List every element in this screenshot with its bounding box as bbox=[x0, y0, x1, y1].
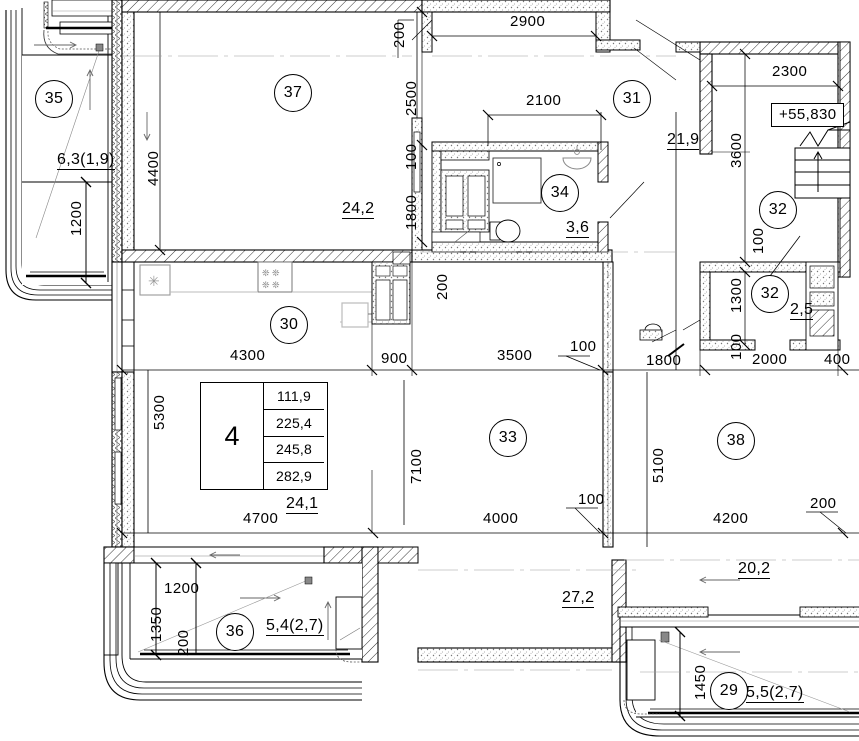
dim-200-b: 200 bbox=[175, 629, 192, 656]
room-number-33-label: 33 bbox=[498, 429, 518, 446]
room-number-32-lower-label: 32 bbox=[760, 285, 780, 302]
dim-1200-b: 1200 bbox=[164, 580, 200, 597]
dim-2100: 2100 bbox=[526, 92, 562, 109]
apartment-summary-table: 4 111,9 225,4 245,8 282,9 bbox=[200, 382, 328, 490]
room-number-32-upper: 32 bbox=[759, 191, 797, 229]
svg-text:❊ ❊: ❊ ❊ bbox=[262, 268, 280, 278]
room-number-37-label: 37 bbox=[283, 84, 303, 101]
room-number-30: 30 bbox=[270, 306, 308, 344]
dim-1300: 1300 bbox=[728, 277, 745, 313]
area-label-24-1: 24,1 bbox=[286, 495, 319, 514]
level-marker: +55,830 bbox=[771, 103, 845, 127]
dim-3600: 3600 bbox=[728, 132, 745, 168]
area-label-38: 20,2 bbox=[738, 560, 771, 579]
dim-2500: 2500 bbox=[403, 80, 420, 116]
dim-100-s: 100 bbox=[750, 227, 767, 254]
room-number-32-lower: 32 bbox=[751, 275, 789, 313]
dim-1800-v: 1800 bbox=[403, 194, 420, 230]
area-label-35: 6,3(1,9) bbox=[57, 151, 115, 170]
dim-1800: 1800 bbox=[646, 352, 682, 369]
room-number-35: 35 bbox=[35, 80, 73, 118]
room-number-34: 34 bbox=[541, 174, 579, 212]
room-number-35-label: 35 bbox=[44, 90, 64, 107]
dim-900: 900 bbox=[381, 350, 408, 367]
dim-400: 400 bbox=[824, 351, 851, 368]
room-number-34-label: 34 bbox=[550, 184, 570, 201]
room-number-29: 29 bbox=[710, 672, 748, 710]
dim-4400: 4400 bbox=[145, 150, 162, 186]
dim-2300: 2300 bbox=[772, 63, 808, 80]
dim-200-r: 200 bbox=[810, 495, 837, 512]
area-label-33: 27,2 bbox=[562, 589, 595, 608]
room-number-30-label: 30 bbox=[279, 316, 299, 333]
apartment-value-with-balcony: 245,8 bbox=[264, 435, 324, 463]
dim-1350: 1350 bbox=[148, 606, 165, 642]
dim-1450: 1450 bbox=[692, 664, 709, 700]
apartment-values: 111,9 225,4 245,8 282,9 bbox=[263, 383, 324, 489]
dim-4300: 4300 bbox=[230, 347, 266, 364]
dim-1200-l: 1200 bbox=[68, 200, 85, 236]
dim-4000: 4000 bbox=[483, 510, 519, 527]
dim-5300: 5300 bbox=[151, 394, 168, 430]
room-number-32-upper-label: 32 bbox=[768, 201, 788, 218]
apartment-value-living: 111,9 bbox=[277, 387, 311, 404]
area-label-29: 5,5(2,7) bbox=[746, 684, 804, 703]
area-label-32: 2,5 bbox=[790, 301, 814, 320]
room-number-29-label: 29 bbox=[719, 682, 739, 699]
room-number-31: 31 bbox=[613, 80, 651, 118]
area-label-21-9: 21,9 bbox=[667, 131, 700, 150]
apartment-value-gross: 282,9 bbox=[264, 462, 324, 489]
room-number-33: 33 bbox=[489, 419, 527, 457]
apartment-value-total: 225,4 bbox=[264, 408, 324, 436]
area-label-34: 3,6 bbox=[566, 219, 590, 238]
dim-200-t: 200 bbox=[391, 21, 408, 48]
dim-2900: 2900 bbox=[510, 13, 546, 30]
dim-100-t: 100 bbox=[403, 143, 420, 170]
dim-200-k: 200 bbox=[434, 273, 451, 300]
dim-5100: 5100 bbox=[650, 447, 667, 483]
area-label-36: 5,4(2,7) bbox=[266, 617, 324, 636]
dim-100-a: 100 bbox=[570, 338, 597, 355]
room-number-36-label: 36 bbox=[225, 623, 245, 640]
svg-text:✳: ✳ bbox=[148, 273, 160, 289]
area-label-37: 24,2 bbox=[342, 200, 375, 219]
dim-100-s2: 100 bbox=[728, 333, 745, 360]
apartment-number: 4 bbox=[224, 420, 240, 451]
dim-7100: 7100 bbox=[408, 448, 425, 484]
svg-text:❊ ❊: ❊ ❊ bbox=[262, 280, 280, 290]
room-number-37: 37 bbox=[274, 74, 312, 112]
room-number-38: 38 bbox=[717, 422, 755, 460]
dim-4200: 4200 bbox=[713, 510, 749, 527]
dim-4700: 4700 bbox=[243, 510, 279, 527]
room-number-38-label: 38 bbox=[726, 432, 746, 449]
dim-100-b: 100 bbox=[578, 491, 605, 508]
room-number-36: 36 bbox=[216, 613, 254, 651]
dim-3500: 3500 bbox=[497, 347, 533, 364]
dim-2000: 2000 bbox=[752, 351, 788, 368]
room-number-31-label: 31 bbox=[622, 90, 642, 107]
